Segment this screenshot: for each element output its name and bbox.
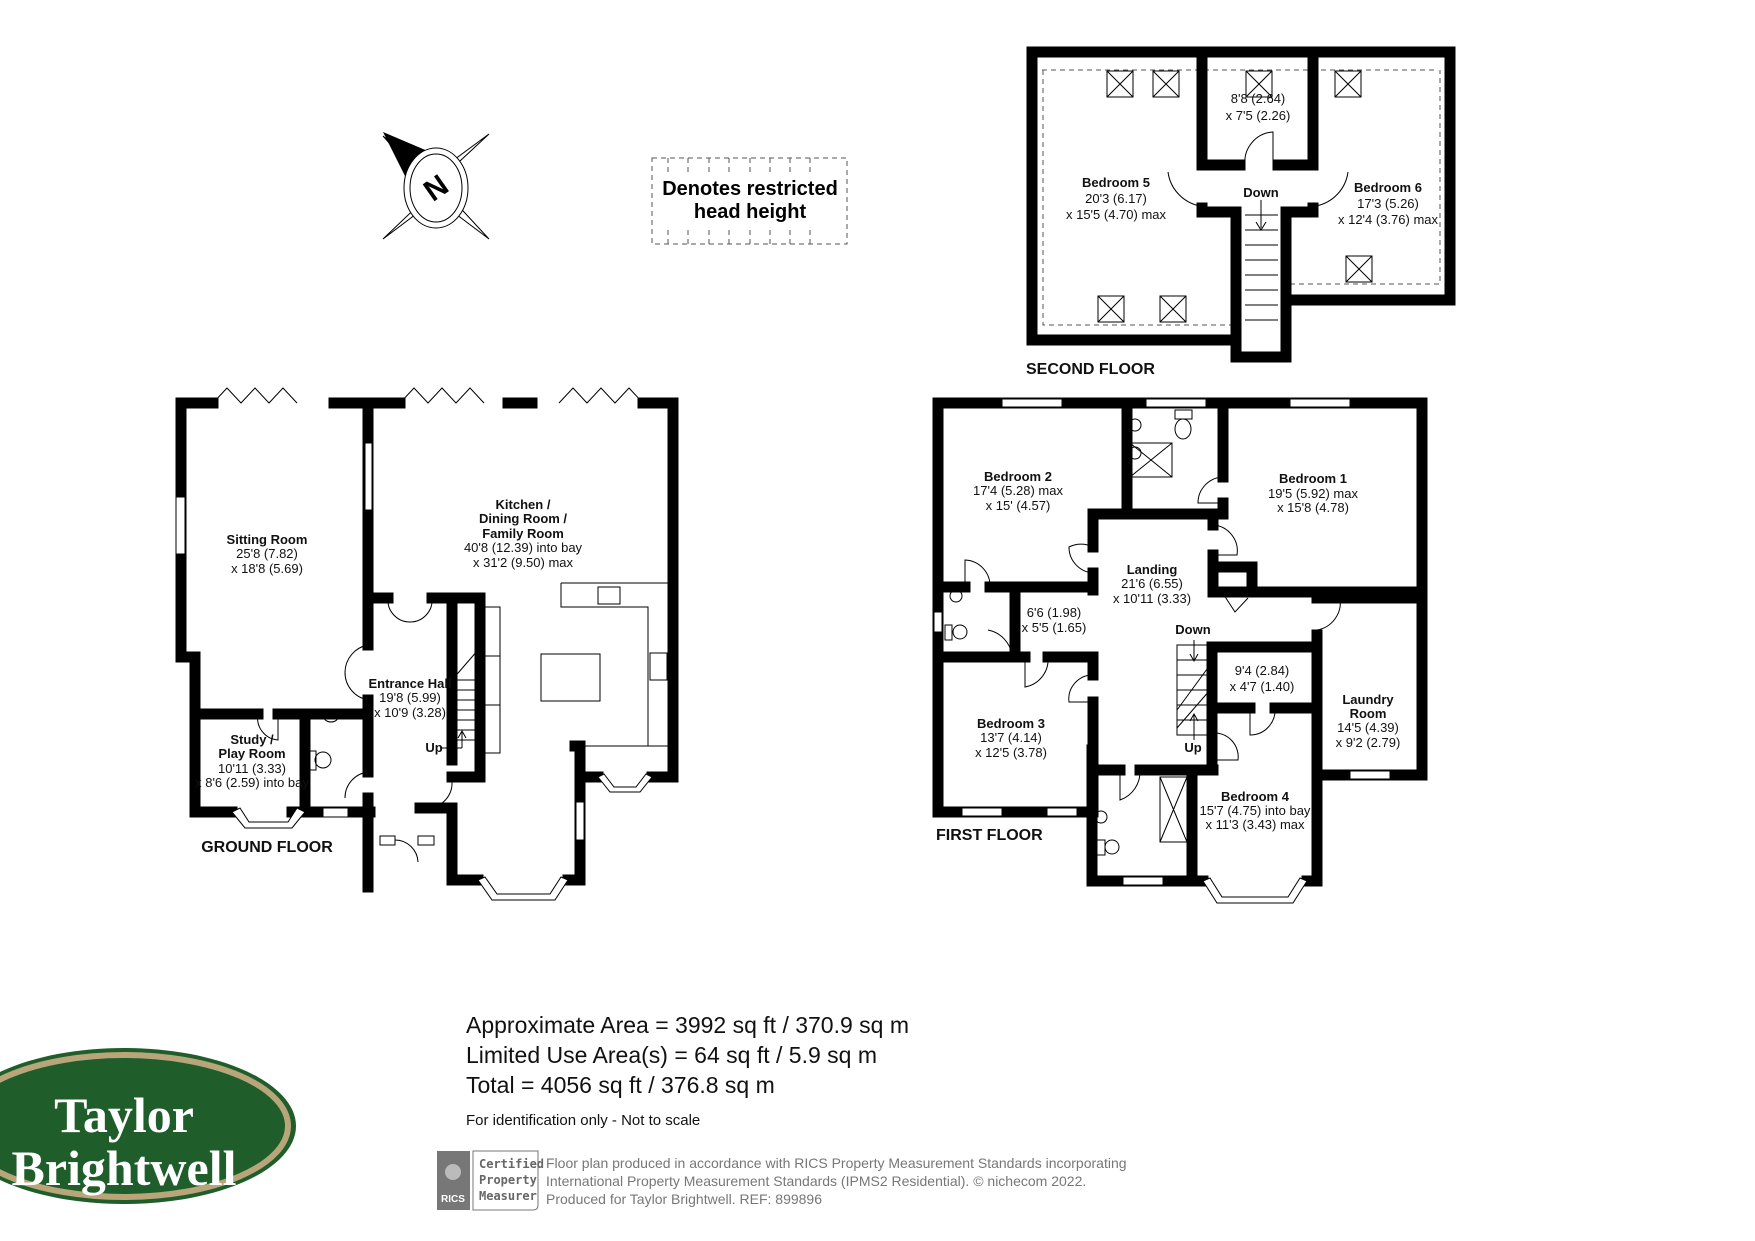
kitchen-label-1: Kitchen /: [496, 497, 551, 512]
rics-certified-badge: RICS Certified Property Measurer: [437, 1150, 544, 1211]
bedroom-3-dim-1: 13'7 (4.14): [980, 730, 1042, 745]
ground-floor-title: GROUND FLOOR: [201, 839, 333, 856]
taylor-brightwell-logo: Taylor Brightwell: [0, 1048, 296, 1204]
approximate-area: Approximate Area = 3992 sq ft / 370.9 sq…: [466, 1012, 910, 1038]
sink-icon: [597, 586, 621, 605]
box-room-dim-1: 9'4 (2.84): [1235, 663, 1290, 678]
store-room-dim-2: x 7'5 (2.26): [1226, 108, 1291, 123]
bath-icon: [1159, 776, 1188, 843]
entrance-hall-label: Entrance Hall: [368, 676, 451, 691]
bedroom-6-label: Bedroom 6: [1354, 180, 1422, 195]
stairs: [1176, 640, 1211, 740]
kitchen-fittings: [308, 582, 672, 771]
bedroom-2-label: Bedroom 2: [984, 469, 1052, 484]
toilet-icon: [1174, 418, 1192, 440]
bathroom-fittings: [944, 409, 1193, 856]
kitchen-island: [540, 653, 601, 702]
kitchen-label-3: Family Room: [482, 526, 564, 541]
bedroom-1-label: Bedroom 1: [1279, 471, 1347, 486]
legend-line-1: Denotes restricted: [662, 178, 838, 200]
kitchen-dim-1: 40'8 (12.39) into bay: [464, 540, 583, 555]
hob-icon: [649, 652, 668, 681]
badge-line-2: Property: [479, 1173, 537, 1187]
landing-label: Landing: [1127, 562, 1178, 577]
laundry-label-1: Laundry: [1342, 692, 1394, 707]
stairs-up-label: Up: [425, 740, 442, 755]
restricted-height-legend: Denotes restricted head height: [651, 157, 848, 245]
landing-dim-2: x 10'11 (3.33): [1113, 591, 1191, 606]
bedroom-1-dim-2: x 15'8 (4.78): [1277, 500, 1349, 515]
logo-line-1: Taylor: [54, 1087, 194, 1143]
bedroom-5-dim-1: 20'3 (6.17): [1085, 191, 1147, 206]
footer-line-1: Floor plan produced in accordance with R…: [546, 1155, 1127, 1171]
bedroom-6-dim-2: x 12'4 (3.76) max: [1338, 212, 1439, 227]
study-label-2: Play Room: [218, 746, 285, 761]
badge-line-3: Measurer: [479, 1189, 537, 1203]
bedroom-4-dim-2: x 11'3 (3.43) max: [1205, 817, 1305, 832]
limited-use-area: Limited Use Area(s) = 64 sq ft / 5.9 sq …: [466, 1042, 877, 1068]
bedroom-3-label: Bedroom 3: [977, 716, 1045, 731]
first-floor-plan: Bedroom 2 17'4 (5.28) max x 15' (4.57) B…: [932, 397, 1428, 904]
shower-icon: [1129, 442, 1173, 478]
logo-line-2: Brightwell: [12, 1140, 237, 1196]
scale-note: For identification only - Not to scale: [466, 1112, 701, 1129]
skylight-icons: [1097, 70, 1373, 323]
legend-line-2: head height: [694, 201, 807, 223]
bedroom-2-dim-2: x 15' (4.57): [986, 498, 1051, 513]
store-room-dim-1: 8'8 (2.64): [1231, 91, 1286, 106]
compass-icon: N: [382, 132, 490, 240]
footer-line-3: Produced for Taylor Brightwell. REF: 899…: [546, 1191, 822, 1207]
second-floor-plan: Bedroom 5 20'3 (6.17) x 15'5 (4.70) max …: [1026, 46, 1456, 378]
sitting-room-label: Sitting Room: [227, 532, 308, 547]
bedroom-3-dim-2: x 12'5 (3.78): [975, 745, 1047, 760]
laundry-label-2: Room: [1350, 706, 1387, 721]
bedroom-5-dim-2: x 15'5 (4.70) max: [1066, 207, 1167, 222]
landing-dim-1: 21'6 (6.55): [1121, 576, 1183, 591]
door-swings: [257, 597, 453, 863]
study-dim-2: x 8'6 (2.59) into bay: [195, 775, 309, 790]
box-room-dim-2: x 4'7 (1.40): [1230, 679, 1295, 694]
cupboard-dim-1: 6'6 (1.98): [1027, 605, 1082, 620]
laundry-dim-1: 14'5 (4.39): [1337, 720, 1399, 735]
bedroom-5-label: Bedroom 5: [1082, 175, 1150, 190]
rics-logo-text: RICS: [441, 1194, 465, 1205]
footer-line-2: International Property Measurement Stand…: [546, 1173, 1087, 1189]
bifold-door-icons: [212, 387, 644, 404]
windows: [175, 442, 653, 901]
bedroom-6-dim-1: 17'3 (5.26): [1357, 196, 1419, 211]
sitting-room-dim-2: x 18'8 (5.69): [231, 561, 303, 576]
kitchen-label-2: Dining Room /: [479, 511, 567, 526]
total-area: Total = 4056 sq ft / 376.8 sq m: [466, 1072, 775, 1098]
rics-lion-icon: [445, 1164, 461, 1180]
entrance-hall-dim-2: x 10'9 (3.28): [374, 705, 446, 720]
first-floor-title: FIRST FLOOR: [936, 827, 1043, 844]
bedroom-2-dim-1: 17'4 (5.28) max: [973, 483, 1063, 498]
badge-line-1: Certified: [479, 1157, 544, 1171]
toilet-icon: [308, 750, 317, 771]
sitting-room-dim-1: 25'8 (7.82): [236, 546, 298, 561]
entrance-hall-dim-1: 19'8 (5.99): [379, 690, 441, 705]
windows: [933, 398, 1391, 904]
study-dim-1: 10'11 (3.33): [218, 761, 286, 776]
stairs-down-label: Down: [1243, 185, 1278, 200]
cupboard-dim-2: x 5'5 (1.65): [1022, 620, 1087, 635]
stairs-down-label: Down: [1175, 622, 1210, 637]
bedroom-4-label: Bedroom 4: [1221, 789, 1290, 804]
second-floor-title: SECOND FLOOR: [1026, 361, 1155, 378]
study-label-1: Study /: [230, 732, 274, 747]
door-swings: [964, 476, 1341, 801]
stairs-up-label: Up: [1184, 740, 1201, 755]
kitchen-dim-2: x 31'2 (9.50) max: [473, 555, 574, 570]
ground-floor-plan: Sitting Room 25'8 (7.82) x 18'8 (5.69) K…: [175, 387, 679, 901]
laundry-dim-2: x 9'2 (2.79): [1336, 735, 1401, 750]
bedroom-4-dim-1: 15'7 (4.75) into bay: [1200, 803, 1311, 818]
basin-icon: [323, 711, 339, 723]
bedroom-1-dim-1: 19'5 (5.92) max: [1268, 486, 1358, 501]
